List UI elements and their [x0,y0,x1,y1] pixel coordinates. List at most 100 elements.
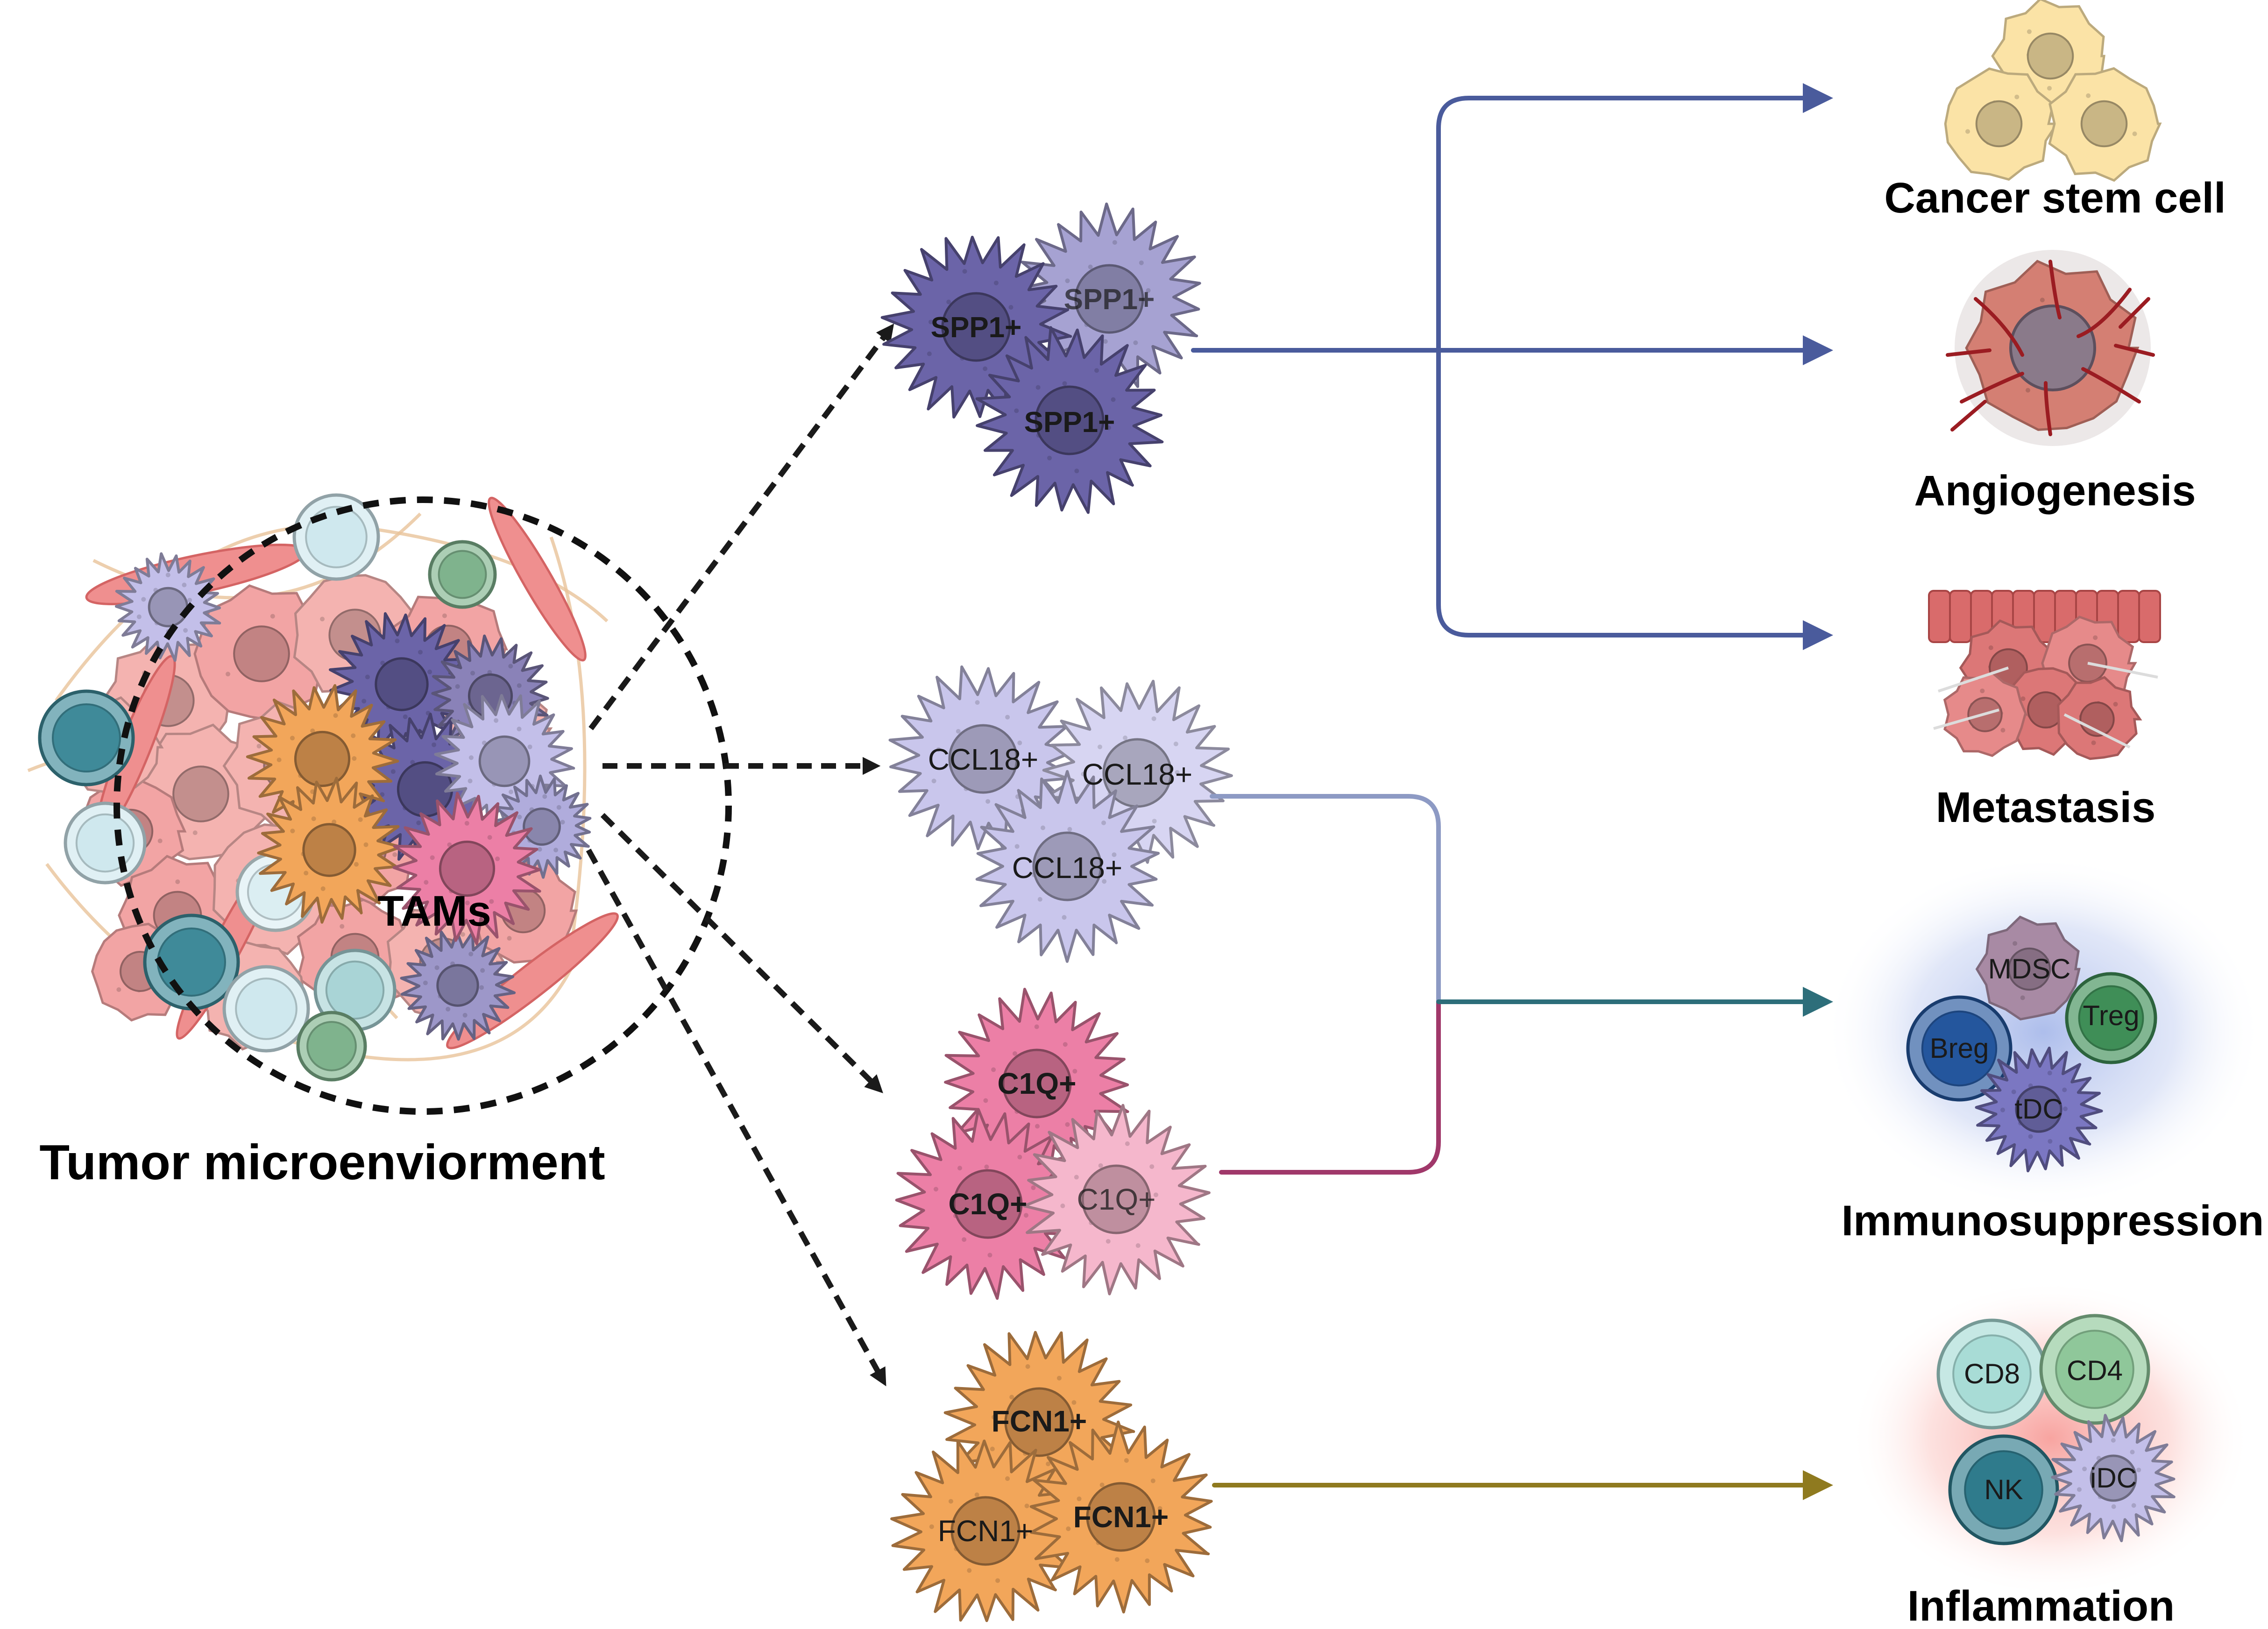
texture-dot [975,700,980,705]
texture-dot [1112,240,1117,245]
cell-granule [256,744,262,749]
texture-dot [527,744,532,750]
immuno-arrowhead [1803,987,1833,1017]
ccl18-macrophage-cluster [888,665,1233,963]
texture-dot [1106,1239,1111,1244]
macrophage-nucleus [950,1496,1021,1566]
breg-cell [1906,995,2013,1102]
texture-dot [946,299,951,305]
texture-dot [358,817,363,822]
inflammation-glow [1850,1280,2251,1597]
texture-dot [1014,844,1020,849]
texture-dot [1065,278,1070,283]
arrow-to-fcn1 [586,849,886,1387]
texture-dot [1062,381,1067,386]
inflam-cell-nk: NK [1984,1474,2023,1505]
texture-dot [165,573,170,578]
cell-granule [2091,740,2096,745]
macrophage-nucleus [436,964,479,1007]
texture-dot [424,880,429,885]
cell-granule [2020,696,2026,701]
texture-dot [1125,1141,1130,1146]
inflammation-label: Inflammation [1907,1582,2175,1629]
texture-dot [987,1253,992,1258]
texture-dot [427,669,432,674]
texture-dot [1098,1163,1103,1168]
texture-dot [423,980,428,985]
texture-dot [2047,1070,2052,1076]
dendritic-cell [115,552,221,662]
texture-dot [494,718,499,723]
blood-vessel [2114,344,2155,357]
texture-dot [432,742,437,747]
cell-granule [2040,297,2045,303]
macrophage-nucleus [1004,1387,1074,1457]
texture-dot [1013,1051,1018,1056]
immune-cell-green [428,540,497,609]
texture-dot [928,319,934,325]
texture-dot [1145,1558,1150,1563]
texture-dot [1173,741,1178,746]
inflammation-illustration [1936,1314,2176,1545]
texture-dot [446,1006,451,1012]
texture-dot [983,366,988,371]
texture-dot [933,1187,938,1192]
texture-dot [1035,1124,1040,1129]
dendritic-cell [400,930,516,1041]
texture-dot [1023,1532,1028,1537]
texture-dot [141,597,146,602]
texture-dot [416,820,421,825]
texture-dot [956,729,961,734]
texture-dot [993,280,999,285]
texture-dot [1017,740,1022,745]
angiogenesis-illustration [1946,250,2155,446]
fcn1-label-3: FCN1+ [1073,1500,1169,1534]
texture-dot [1157,1506,1162,1511]
cell-granule [2013,941,2018,946]
texture-dot [1017,1154,1022,1160]
texture-dot [1106,425,1112,430]
texture-dot [948,1499,953,1504]
texture-dot [1152,819,1157,824]
texture-dot [390,769,396,774]
texture-dot [430,855,435,860]
cd8-cell [1936,1318,2048,1430]
epithelial-cell [1949,590,1972,643]
cancer-stem-cell-label: Cancer stem cell [1884,174,2225,222]
texture-dot [1133,340,1138,345]
texture-dot [553,848,559,853]
ecm-fiber [1938,666,2009,693]
texture-dot [1071,1400,1077,1405]
macrophage-nucleus [294,730,351,787]
spp1-to-metastasis-line [1436,348,1814,637]
cell-nucleus [172,765,229,822]
texture-dot [962,269,967,274]
texture-dot [479,985,484,990]
texture-dot [462,1013,468,1018]
texture-dot [489,899,494,904]
texture-dot [1099,1482,1105,1487]
texture-dot [1077,1496,1082,1502]
texture-dot [1124,1458,1129,1463]
cell-nucleus [2055,1330,2134,1409]
texture-dot [354,862,359,867]
cell-granule [392,852,397,857]
texture-dot [1034,1024,1039,1029]
macrophage-nucleus [2090,1454,2137,1502]
cell-nucleus [306,1021,357,1071]
fcn1-macrophage-cluster [890,1331,1213,1622]
texture-dot [1041,825,1046,830]
macrophage-nucleus [439,840,496,897]
ecm-fiber [1933,708,1999,730]
ecm-fiber [2087,662,2158,679]
spp1-label-2: SPP1+ [1064,283,1155,316]
texture-dot [2077,1487,2082,1492]
cell-nucleus [2080,100,2128,148]
idc-cell [2051,1414,2176,1543]
texture-dot [1101,820,1106,825]
blood-vessel [2081,367,2141,404]
texture-dot [495,856,500,861]
cell-granule [192,830,198,836]
cell-nucleus [1975,100,2023,148]
